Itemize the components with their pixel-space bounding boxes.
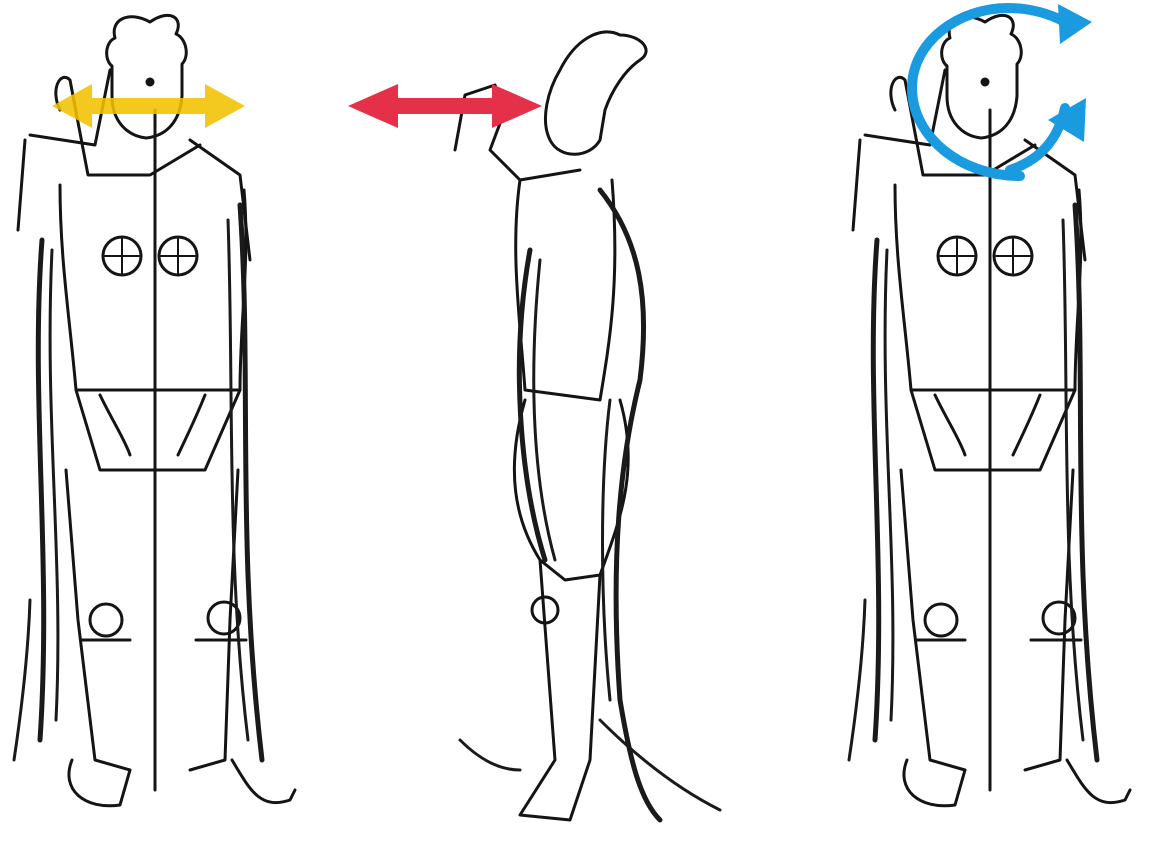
blue-rotation-arrows-icon: [912, 4, 1092, 176]
red-double-arrow-icon: [348, 84, 542, 128]
figure-front: [14, 15, 295, 805]
figure-side: [455, 32, 720, 820]
figure-front-rotate: [849, 15, 1130, 805]
yellow-double-arrow-icon: [52, 84, 245, 128]
